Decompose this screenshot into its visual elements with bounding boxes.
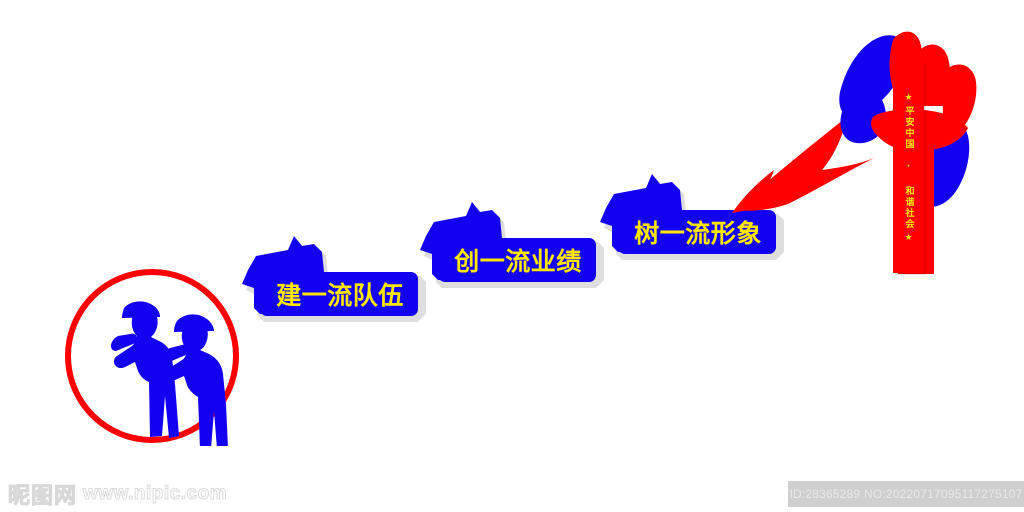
torch-red-finger-1 (917, 44, 951, 106)
swoosh-blade-main (736, 116, 874, 211)
torch-blue-left (839, 35, 907, 117)
step-2-label: 创一流业绩 (454, 247, 582, 276)
step-2-plate (438, 238, 596, 282)
watermark-url: www.nipic.com (83, 483, 228, 505)
red-column-text-group: ★ 平安中国 · 和谐社会 ★ (893, 62, 924, 273)
officers-silhouette (111, 301, 228, 449)
star-bottom-icon: ★ (904, 232, 913, 243)
step-banner-1[interactable]: 建一流队伍 (236, 230, 436, 340)
step-3-plate (618, 210, 776, 254)
image-id-text: ID:28365289 NO:20220717095117275107 (789, 487, 1023, 501)
step-1-plate (260, 272, 418, 316)
step-3-label: 树一流形象 (634, 219, 762, 248)
image-id-bar: ID:28365289 NO:20220717095117275107 (788, 481, 1024, 507)
torch-red-finger-2 (942, 64, 977, 126)
emblem-svg (65, 269, 239, 449)
step-1-svg (242, 236, 426, 322)
step-2-svg (420, 202, 604, 288)
step-banner-3[interactable]: 树一流形象 (594, 168, 794, 278)
red-arrow-swoosh (730, 100, 880, 220)
saluting-officers-emblem (62, 266, 242, 451)
step-banner-2[interactable]: 创一流业绩 (414, 196, 614, 306)
red-slogan-column: ★ 平安中国 · 和谐社会 ★ (893, 62, 924, 273)
step-1-label: 建一流队伍 (276, 281, 404, 310)
emblem-circle-ring (65, 269, 239, 443)
step-3-svg (600, 174, 784, 260)
red-column-slogan: 平安中国 · 和谐社会 (903, 105, 914, 230)
watermark-logo: 昵图网 (7, 484, 78, 510)
swoosh-blade-small (732, 170, 786, 213)
star-top-icon: ★ (904, 92, 913, 103)
site-watermark: 昵图网 www.nipic.com (7, 478, 228, 510)
swoosh-svg (732, 116, 874, 213)
